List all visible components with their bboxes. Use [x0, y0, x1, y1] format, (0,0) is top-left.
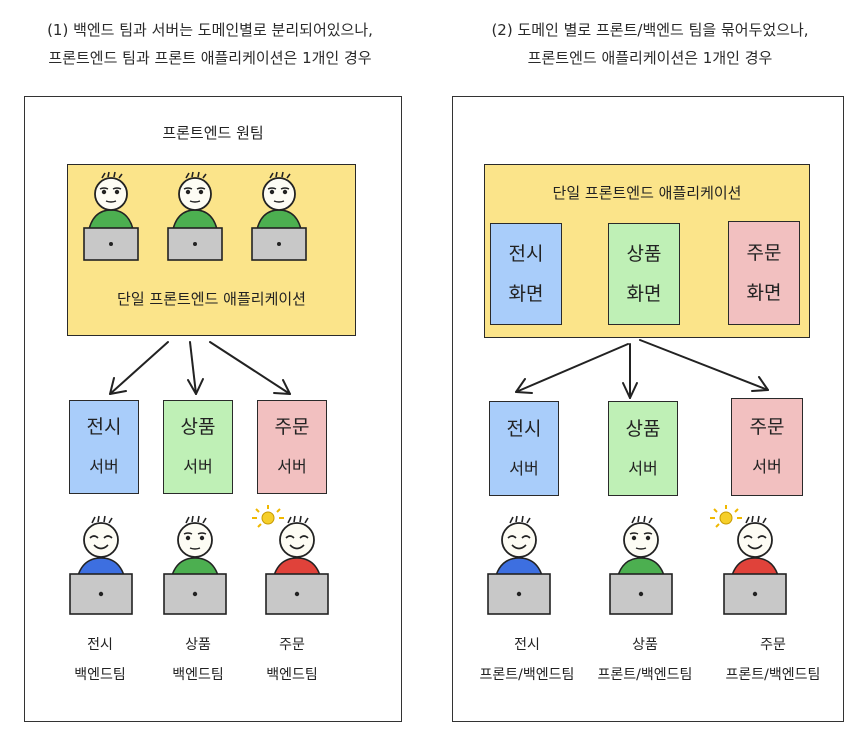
right-order-server-line1: 주문: [749, 416, 785, 438]
left-arrow-to-order: [209, 341, 291, 395]
right-arrow-to-display: [515, 343, 629, 393]
left-team-order-line1: 주문: [279, 637, 305, 653]
left-order-server-line1: 주문: [274, 416, 310, 438]
left-team-label-order: 주문 백엔드팀: [242, 630, 342, 690]
right-product-screen-line1: 상품: [626, 243, 662, 265]
right-display-screen-line2: 화면: [508, 283, 544, 305]
left-frontend-dev-1: [83, 171, 139, 261]
right-display-server: 전시 서버: [489, 401, 559, 496]
left-app-label: 단일 프론트엔드 애플리케이션: [117, 290, 306, 308]
right-caption: (2) 도메인 별로 프론트/백엔드 팀을 묶어두었으나, 프론트엔드 애플리케…: [440, 16, 860, 72]
left-team-display-line1: 전시: [87, 637, 113, 653]
left-frontend-dev-3: [251, 171, 307, 261]
left-team-label-product: 상품 백엔드팀: [148, 630, 248, 690]
right-display-server-line2: 서버: [509, 458, 539, 478]
left-backend-dev-display: [69, 515, 133, 615]
right-team-display-line2: 프론트/백엔드팀: [479, 667, 575, 683]
right-team-product-line1: 상품: [632, 637, 658, 653]
left-team-display-line2: 백엔드팀: [74, 667, 126, 683]
right-team-label-order: 주문 프론트/백엔드팀: [708, 630, 838, 690]
right-order-server: 주문 서버: [731, 398, 803, 496]
right-team-product-line2: 프론트/백엔드팀: [597, 667, 693, 683]
right-idea-bulb-icon: [710, 505, 742, 528]
left-display-server: 전시 서버: [69, 400, 139, 494]
right-dev-display: [487, 515, 551, 615]
left-product-server-line1: 상품: [180, 416, 216, 438]
right-order-screen-line2: 화면: [746, 282, 782, 304]
right-caption-line2: 프론트엔드 애플리케이션은 1개인 경우: [527, 49, 773, 67]
left-caption: (1) 백엔드 팀과 서버는 도메인별로 분리되어있으나, 프론트엔드 팀과 프…: [10, 16, 410, 72]
left-backend-dev-product: [163, 515, 227, 615]
right-product-server-line1: 상품: [625, 417, 661, 440]
left-caption-line1: (1) 백엔드 팀과 서버는 도메인별로 분리되어있으나,: [47, 21, 373, 39]
right-display-server-line1: 전시: [506, 417, 542, 440]
left-idea-bulb-icon: [252, 505, 284, 528]
right-arrow-to-order: [639, 339, 769, 391]
right-product-server-line2: 서버: [628, 458, 658, 478]
right-team-label-product: 상품 프론트/백엔드팀: [580, 630, 710, 690]
left-order-server: 주문 서버: [257, 400, 327, 494]
left-panel-title: 프론트엔드 원팀: [162, 124, 264, 142]
left-team-product-line1: 상품: [185, 637, 211, 653]
left-team-label-display: 전시 백엔드팀: [50, 630, 150, 690]
right-product-screen-line2: 화면: [626, 283, 662, 305]
right-product-screen: 상품 화면: [608, 223, 680, 325]
left-frontend-dev-1-figure: [83, 171, 139, 261]
left-display-server-line1: 전시: [86, 416, 122, 438]
right-order-screen-line1: 주문: [746, 242, 782, 264]
right-team-order-line1: 주문: [760, 637, 786, 653]
left-arrow-to-product: [189, 341, 197, 395]
right-app-label: 단일 프론트엔드 애플리케이션: [552, 184, 742, 202]
right-display-screen: 전시 화면: [490, 223, 562, 325]
left-display-server-line2: 서버: [89, 457, 119, 476]
left-team-product-line2: 백엔드팀: [172, 667, 224, 683]
right-team-display-line1: 전시: [514, 637, 540, 653]
left-frontend-dev-2: [167, 171, 223, 261]
right-order-screen: 주문 화면: [728, 221, 800, 325]
left-arrow-to-display: [109, 341, 169, 395]
right-order-server-line2: 서버: [752, 457, 782, 476]
left-product-server-line2: 서버: [183, 457, 213, 476]
right-display-screen-line1: 전시: [508, 243, 544, 265]
left-product-server: 상품 서버: [163, 400, 233, 494]
right-dev-order: [710, 505, 787, 615]
right-product-server: 상품 서버: [608, 401, 678, 496]
right-team-order-line2: 프론트/백엔드팀: [725, 667, 821, 683]
right-dev-product: [609, 515, 673, 615]
left-backend-dev-order: [252, 505, 329, 615]
left-order-server-line2: 서버: [277, 457, 307, 476]
right-caption-line1: (2) 도메인 별로 프론트/백엔드 팀을 묶어두었으나,: [491, 21, 809, 39]
left-caption-line2: 프론트엔드 팀과 프론트 애플리케이션은 1개인 경우: [48, 49, 372, 67]
right-team-label-display: 전시 프론트/백엔드팀: [462, 630, 592, 690]
left-team-order-line2: 백엔드팀: [266, 667, 318, 683]
